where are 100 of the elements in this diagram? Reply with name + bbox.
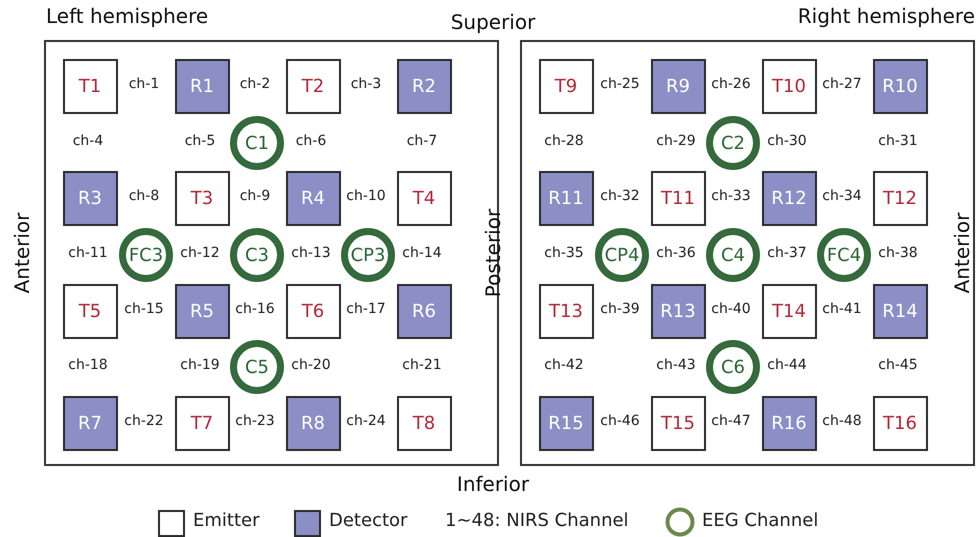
- eeg-electrode-ring: [706, 228, 760, 282]
- eeg-electrode-ring: [230, 340, 284, 394]
- optode-label: R11: [548, 188, 584, 208]
- optode-label: T1: [78, 76, 102, 96]
- optode-label: T12: [883, 188, 917, 208]
- detector-box: [62, 170, 118, 226]
- optode-label: R4: [301, 188, 325, 208]
- channel-label: ch-32: [600, 188, 640, 204]
- channel-label: ch-12: [180, 245, 220, 261]
- detector-box: [538, 396, 594, 450]
- optode-label: T8: [412, 412, 436, 434]
- optode-label: R13: [660, 300, 696, 322]
- emitter-box: [650, 396, 706, 450]
- channel-label: ch-26: [711, 76, 751, 92]
- eeg-electrode-ring: [341, 228, 395, 282]
- optode-label: R7: [78, 412, 102, 434]
- detector-box: [762, 396, 816, 450]
- channel-label: ch-19: [180, 357, 220, 373]
- optode-label: T15: [661, 412, 695, 434]
- eeg-electrode-ring: [119, 228, 173, 282]
- channel-label: ch-24: [346, 413, 386, 429]
- detector-box: [174, 58, 230, 114]
- emitter-box: [872, 170, 928, 226]
- channel-label: ch-34: [822, 188, 862, 204]
- direction-label: Anterior: [950, 212, 974, 294]
- direction-label: Inferior: [456, 472, 530, 496]
- panel-heading: Right hemisphere: [798, 4, 975, 28]
- channel-label: ch-48: [822, 413, 862, 429]
- optode-label: T13: [549, 300, 583, 322]
- detector-box: [396, 58, 452, 114]
- panel-heading: Left hemisphere: [46, 4, 208, 28]
- detector-box: [762, 170, 816, 226]
- emitter-box: [62, 58, 118, 114]
- detector-box: [538, 170, 594, 226]
- emitter-box: [286, 284, 340, 338]
- electrode-label: CP4: [604, 244, 640, 266]
- channel-label: ch-4: [72, 133, 104, 149]
- channel-label: ch-30: [767, 133, 807, 149]
- eeg-electrode-ring: [817, 228, 871, 282]
- channel-label: ch-29: [656, 133, 696, 149]
- detector-box: [174, 284, 230, 338]
- optode-label: R12: [771, 188, 807, 208]
- optode-label: R3: [78, 188, 102, 208]
- channel-label: ch-41: [822, 301, 862, 317]
- channel-label: ch-3: [350, 76, 382, 92]
- channel-label: ch-39: [600, 301, 640, 317]
- emitter-box: [286, 58, 340, 114]
- optode-label: R15: [548, 412, 584, 434]
- detector-box: [396, 284, 452, 338]
- channel-label: ch-6: [296, 133, 326, 149]
- optode-label: T16: [883, 412, 917, 434]
- electrode-label: C4: [720, 244, 746, 266]
- electrode-label: C6: [720, 356, 746, 378]
- legend-label: 1~48: NIRS Channel: [445, 510, 629, 531]
- emitter-box: [396, 396, 452, 450]
- electrode-label: FC3: [128, 244, 164, 266]
- emitter-box: [762, 284, 816, 338]
- emitter-box: [62, 284, 118, 338]
- channel-label: ch-28: [544, 133, 584, 149]
- channel-label: ch-7: [406, 133, 438, 149]
- optode-label: R8: [301, 412, 325, 434]
- channel-label: ch-10: [346, 188, 386, 204]
- emitter-box: [538, 284, 594, 338]
- optode-label: T7: [190, 412, 214, 434]
- channel-label: ch-23: [235, 413, 275, 429]
- channel-label: ch-37: [767, 245, 807, 261]
- optode-label: T4: [412, 188, 436, 208]
- channel-label: ch-33: [711, 188, 751, 204]
- optode-label: R5: [190, 300, 214, 322]
- direction-label: Posterior: [481, 208, 505, 298]
- channel-label: ch-18: [68, 357, 108, 373]
- channel-label: ch-44: [767, 357, 807, 373]
- electrode-label: CP3: [350, 244, 386, 266]
- detector-box: [286, 396, 340, 450]
- channel-label: ch-1: [128, 76, 160, 92]
- legend-label: EEG Channel: [702, 510, 818, 531]
- eeg-electrode-ring: [706, 340, 760, 394]
- electrode-label: C3: [244, 244, 270, 266]
- eeg-electrode-ring: [230, 228, 284, 282]
- channel-label: ch-17: [346, 301, 386, 317]
- optode-label: T10: [772, 76, 806, 96]
- eeg-electrode-ring: [230, 116, 284, 170]
- detector-box: [872, 58, 928, 114]
- optode-label: R1: [190, 76, 214, 96]
- channel-label: ch-2: [240, 76, 270, 92]
- eeg-electrode-ring: [706, 116, 760, 170]
- eeg-electrode-ring: [595, 228, 649, 282]
- channel-label: ch-15: [124, 301, 164, 317]
- electrode-label: C1: [244, 132, 270, 154]
- channel-label: ch-38: [878, 245, 918, 261]
- channel-label: ch-43: [656, 357, 696, 373]
- channel-label: ch-40: [711, 301, 751, 317]
- detector-box: [286, 170, 340, 226]
- emitter-box: [538, 58, 594, 114]
- optode-label: R2: [412, 76, 436, 96]
- optode-label: R16: [771, 412, 807, 434]
- electrode-label: C2: [720, 132, 746, 154]
- channel-label: ch-25: [600, 76, 640, 92]
- detector-box: [650, 284, 706, 338]
- emitter-box: [396, 170, 452, 226]
